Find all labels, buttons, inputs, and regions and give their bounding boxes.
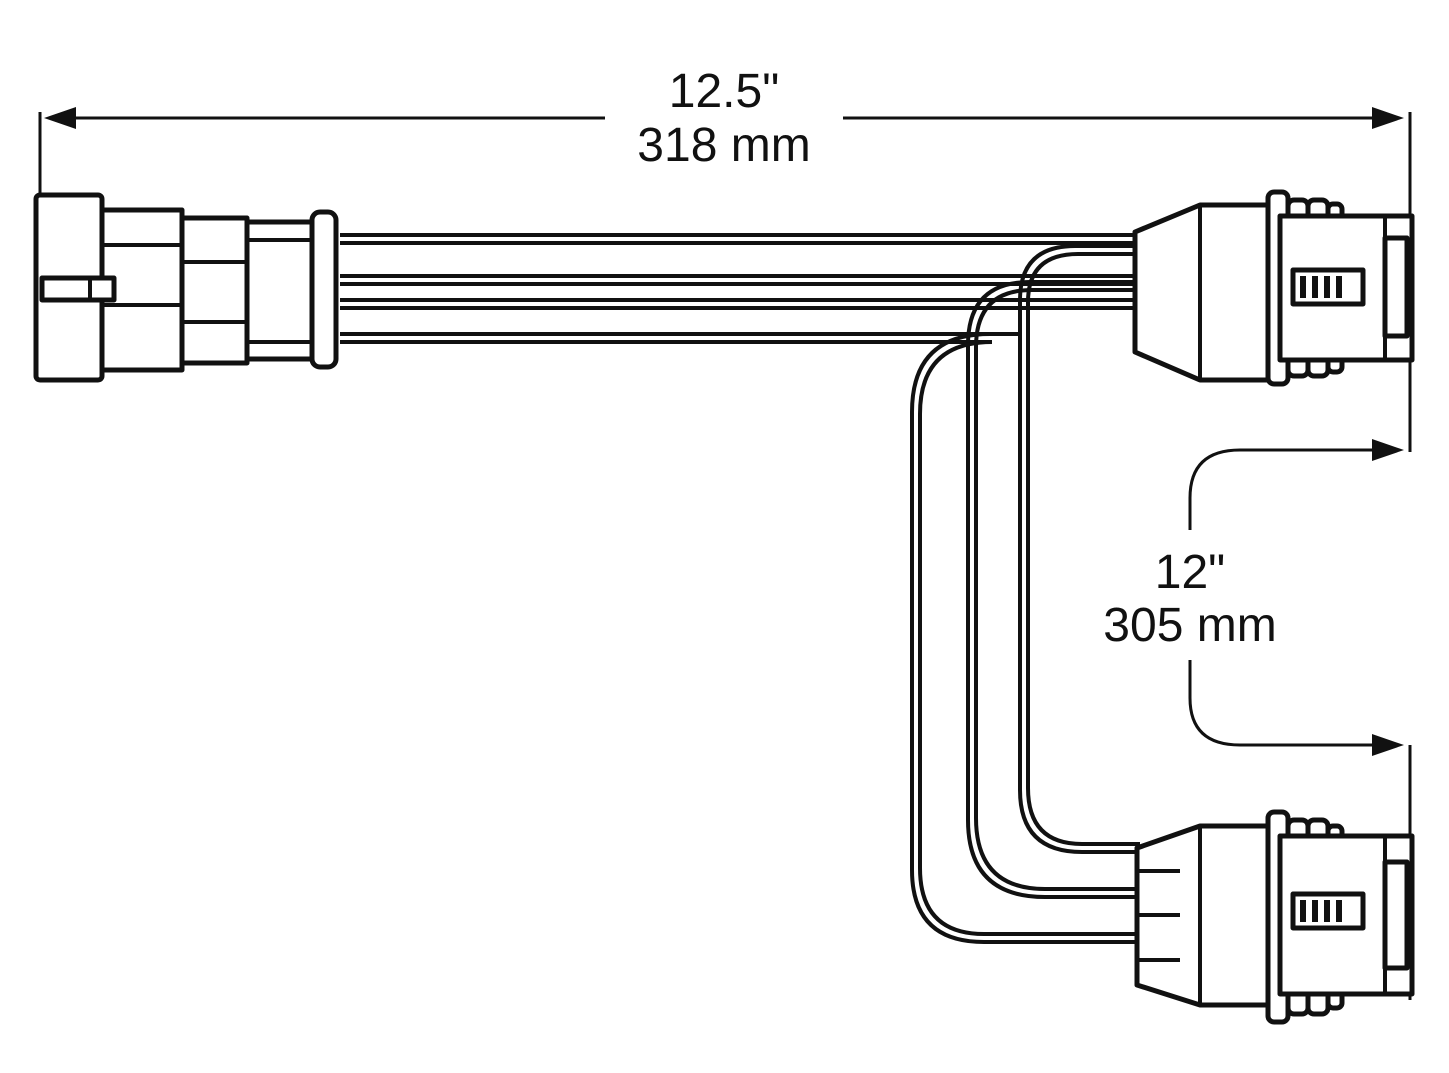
- main-cable-bundle: [340, 233, 1135, 344]
- input-connector-latch: [39, 275, 117, 303]
- branch-offset-imperial: 12": [1155, 546, 1225, 599]
- overall-length-dimension: 12.5" 318 mm: [38, 65, 1412, 452]
- overall-length-imperial: 12.5": [669, 65, 779, 118]
- output-connector-upper: [1132, 189, 1415, 387]
- branch-cable-bundle: [910, 244, 1140, 944]
- input-connector: [33, 192, 339, 383]
- overall-length-metric: 318 mm: [637, 119, 810, 172]
- branch-offset-metric: 305 mm: [1103, 599, 1276, 652]
- arrowhead-left: [44, 107, 76, 129]
- input-connector-sleeve: [179, 215, 250, 366]
- offset-leader-bottom: [1188, 660, 1385, 747]
- arrowhead-right: [1372, 107, 1404, 129]
- output-connector-lower: [1134, 809, 1415, 1025]
- lower-connector-socket: [1382, 859, 1410, 971]
- arrowhead-top: [1372, 439, 1404, 461]
- input-connector-collar: [309, 209, 339, 370]
- upper-connector-taper: [1132, 202, 1273, 383]
- upper-connector-socket: [1382, 235, 1410, 339]
- arrowhead-bottom: [1372, 734, 1404, 756]
- offset-leader-top: [1188, 448, 1385, 530]
- input-connector-boot: [244, 219, 315, 362]
